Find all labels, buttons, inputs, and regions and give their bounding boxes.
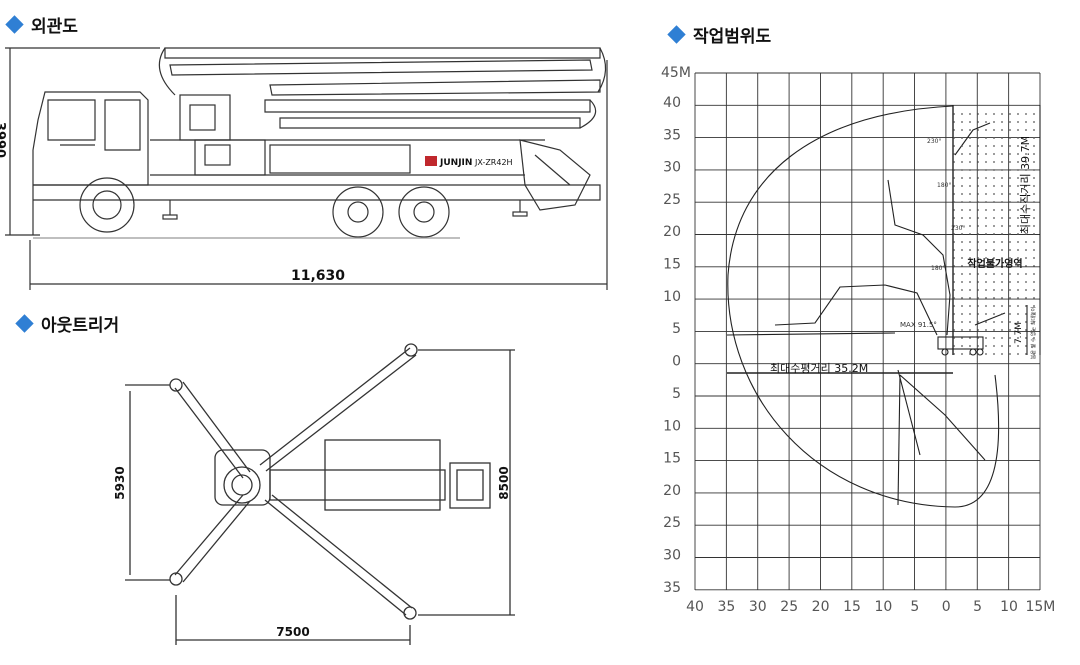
y-tick-label: 30 xyxy=(663,160,681,176)
y-tick-label: 0 xyxy=(672,353,681,369)
rear-span-label: 8500 xyxy=(497,466,511,499)
y-tick-label: 10 xyxy=(663,289,681,305)
max-angle-label: MAX 91.5° xyxy=(900,321,937,329)
y-tick-label: 5 xyxy=(672,321,681,337)
working-range-title: 작업범위도 xyxy=(667,22,772,47)
y-tick-label: 20 xyxy=(663,224,681,240)
y-tick-label: 25 xyxy=(663,192,681,208)
no-work-zone-label: 작업불가영역 xyxy=(967,257,1022,270)
y-tick-label: 35 xyxy=(663,580,681,596)
small-note-label: 붐을 펼 수 없는 최대높이 xyxy=(1030,307,1037,359)
length-span-label: 7500 xyxy=(276,625,309,639)
outrigger-title: 아웃트리거 xyxy=(15,311,120,336)
x-tick-label: 10 xyxy=(1000,599,1018,615)
working-range-diagram: 45M 40 35 30 25 20 15 10 5 0 5 10 15 20 25 30 35 40 35 30… xyxy=(661,65,1055,615)
x-tick-label: 30 xyxy=(749,599,767,615)
max-vertical-label: 최대수직거리 39.7M xyxy=(1019,136,1032,234)
outrigger-title-text: 아웃트리거 xyxy=(41,316,120,336)
y-tick-label: 40 xyxy=(663,95,681,111)
y-tick-label: 15 xyxy=(663,257,681,273)
angle-label: 230° xyxy=(951,225,965,232)
x-tick-label: 10 xyxy=(874,599,892,615)
x-tick-label: 25 xyxy=(780,599,798,615)
x-tick-label: 15 xyxy=(843,599,861,615)
exterior-title: 외관도 xyxy=(5,12,78,37)
diamond-icon xyxy=(15,314,34,333)
y-tick-label: 35 xyxy=(663,127,681,143)
height-dim-label: 3990 xyxy=(0,122,7,158)
x-tick-label: 15M xyxy=(1025,599,1055,615)
x-tick-label: 35 xyxy=(717,599,735,615)
height-77-label: 7.7M xyxy=(1014,322,1024,344)
max-horizontal-label: 최대수평거리 35.2M xyxy=(770,362,868,375)
x-tick-label: 5 xyxy=(910,599,919,615)
angle-label: 180° xyxy=(931,265,945,272)
y-tick-label: 30 xyxy=(663,548,681,564)
front-span-label: 5930 xyxy=(113,466,127,499)
x-tick-label: 0 xyxy=(942,599,951,615)
model-label: JX-ZR42H xyxy=(474,158,513,167)
exterior-title-text: 외관도 xyxy=(31,17,78,37)
y-tick-label: 25 xyxy=(663,515,681,531)
outrigger-drawing: 5930 8500 7500 xyxy=(113,343,515,645)
y-unit-label: 45M xyxy=(661,65,691,81)
y-tick-label: 20 xyxy=(663,483,681,499)
x-tick-label: 20 xyxy=(812,599,830,615)
y-tick-label: 5 xyxy=(672,386,681,402)
x-tick-label: 5 xyxy=(973,599,982,615)
working-range-title-text: 작업범위도 xyxy=(693,27,772,47)
y-tick-label: 15 xyxy=(663,451,681,467)
length-dim-label: 11,630 xyxy=(291,268,345,284)
exterior-drawing: 3990 11,630 JUNJIN JX-ZR42H xyxy=(0,47,608,290)
angle-label: 230° xyxy=(927,138,941,145)
angle-label: 180° xyxy=(937,182,951,189)
y-tick-label: 10 xyxy=(663,418,681,434)
diamond-icon xyxy=(667,25,686,44)
x-tick-label: 40 xyxy=(686,599,704,615)
brand-label: JUNJIN xyxy=(439,158,472,168)
